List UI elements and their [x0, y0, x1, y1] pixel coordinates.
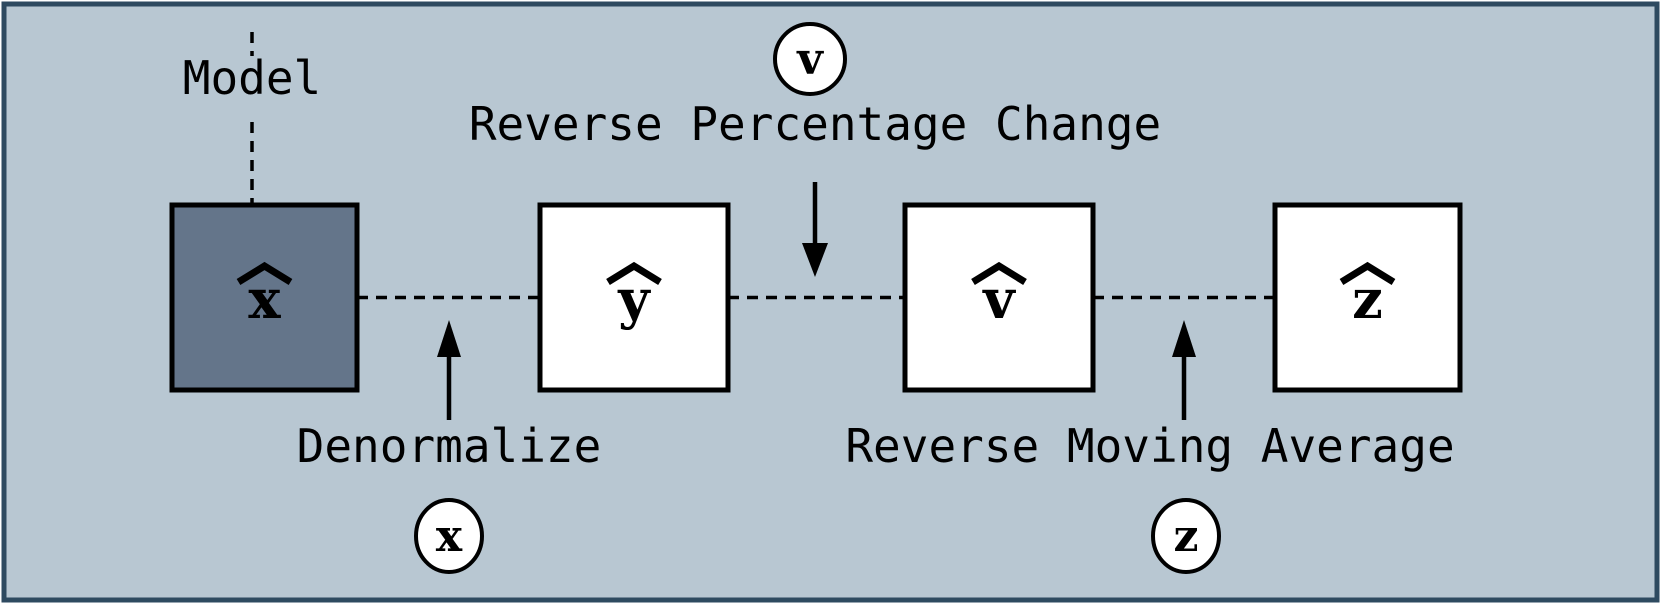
down-arrow-head: [802, 243, 828, 277]
label-denormalize: Denormalize: [297, 419, 602, 473]
box-y-hat: y: [537, 202, 731, 393]
box-z-hat: z: [1272, 202, 1463, 393]
up-arrow-denormalize-head: [437, 320, 461, 357]
marker-circle-z: [1151, 498, 1221, 574]
marker-letter-x: x: [436, 511, 463, 562]
marker-letter-v: v: [796, 34, 824, 85]
transform-reverse-moving-average: Reverse Moving Average z: [845, 320, 1455, 574]
transform-denormalize: Denormalize x: [297, 320, 602, 574]
marker-circle-v: [773, 22, 847, 96]
hat-accent-v: [971, 261, 1027, 285]
hat-accent-x: [236, 261, 293, 285]
box-v-hat-rect: [902, 202, 1096, 393]
marker-circle-x: [414, 498, 484, 574]
box-y-hat-rect: [537, 202, 731, 393]
box-x-hat-letter: x: [248, 267, 281, 331]
box-v-hat: v: [902, 202, 1096, 393]
label-reverse-moving-average: Reverse Moving Average: [845, 419, 1454, 473]
box-x-hat: x: [169, 202, 360, 393]
transform-reverse-percentage-change: v Reverse Percentage Change: [469, 22, 1161, 277]
marker-letter-z: z: [1174, 511, 1199, 562]
box-z-hat-rect: [1272, 202, 1463, 393]
model-label: Model: [183, 51, 321, 105]
box-x-hat-rect: [169, 202, 360, 393]
label-reverse-percentage-change: Reverse Percentage Change: [469, 97, 1161, 151]
box-y-hat-letter: y: [617, 267, 651, 331]
up-arrow-rma-head: [1172, 320, 1196, 357]
hat-accent-z: [1339, 261, 1396, 285]
hat-accent-y: [606, 261, 662, 285]
box-v-hat-letter: v: [982, 267, 1016, 331]
box-z-hat-letter: z: [1352, 267, 1383, 331]
